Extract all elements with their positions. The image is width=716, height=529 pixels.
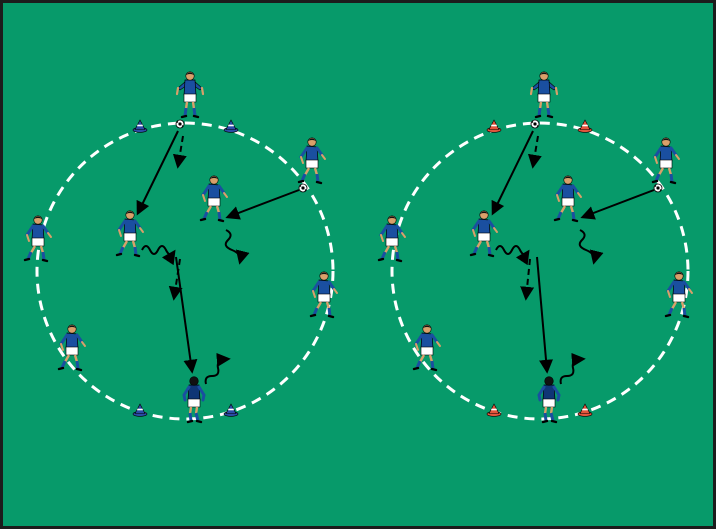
ball-icon <box>531 120 539 128</box>
ball-icon <box>176 120 184 128</box>
pitch-surface <box>3 3 713 526</box>
ball-icon <box>299 184 307 192</box>
ball-icon <box>654 184 662 192</box>
